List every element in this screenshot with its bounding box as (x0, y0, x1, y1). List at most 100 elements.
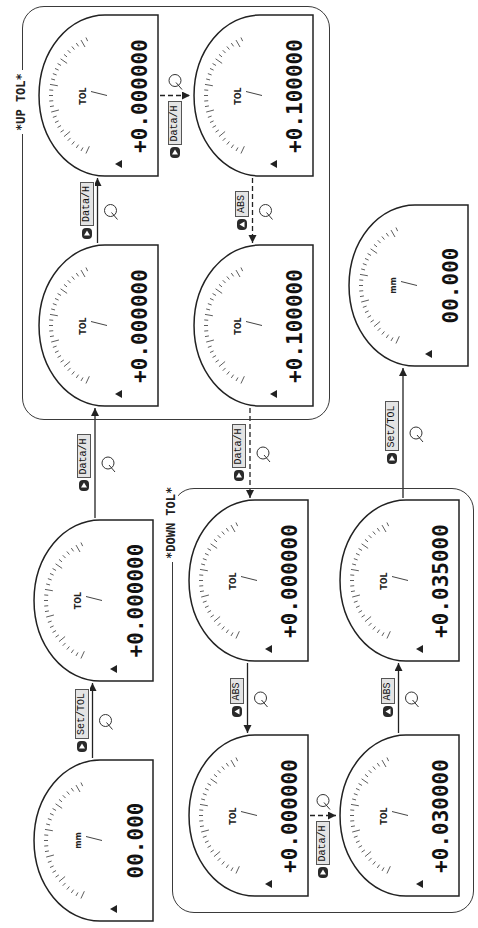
scale-tick (50, 626, 54, 628)
scale-tick (201, 564, 205, 565)
button-name: ABS (381, 678, 395, 704)
scale-tick (368, 254, 371, 256)
scale-tick (49, 106, 53, 108)
scale-tick (63, 883, 66, 886)
press-symbol (105, 205, 118, 220)
button-name: Set/TOL (385, 401, 399, 451)
scale-tick (378, 328, 381, 331)
scale-tick (202, 837, 206, 838)
scale-tick (60, 59, 67, 64)
press-symbol (169, 75, 182, 90)
scale-tick (199, 575, 203, 576)
button-arrow (236, 473, 242, 478)
scale-tick (361, 269, 365, 270)
scale-tick (45, 610, 49, 612)
scale-tick (236, 378, 238, 381)
flow-arrow (402, 368, 403, 498)
scale-tick (212, 64, 215, 66)
scale-tick (76, 785, 80, 792)
scale-tick (222, 368, 225, 371)
display-digits: +0.035000 (430, 499, 453, 664)
scale-tick (207, 784, 210, 786)
scale-tick (350, 591, 354, 593)
scale-tick (218, 132, 224, 137)
scale-tick (210, 779, 217, 784)
scale-tick (206, 79, 210, 80)
scale-tick (364, 617, 370, 622)
lcd-display: +0.100000TOL (190, 244, 315, 409)
press-circle (255, 692, 267, 704)
scale-tick (204, 554, 208, 556)
group-title: *DOWN TOL* (164, 484, 178, 562)
gauge-needle (241, 577, 257, 581)
button-label: Data/H (167, 100, 183, 159)
scale-tick (46, 855, 54, 857)
button-arrow (84, 231, 90, 236)
scale-tick (204, 789, 208, 791)
indicator-arrow (265, 881, 272, 889)
gauge-needle (86, 597, 102, 601)
display-digits: +0.000000 (279, 499, 302, 664)
scale-tick (215, 360, 218, 362)
scale-tick (386, 632, 389, 639)
button-label: Data/H (315, 820, 331, 879)
scale-tick (236, 41, 240, 48)
scale-tick (221, 532, 224, 535)
scale-tick (374, 244, 377, 247)
scale-tick (50, 813, 54, 815)
scale-tick (231, 145, 233, 148)
press-circle (102, 457, 114, 469)
scale-tick (67, 51, 70, 54)
gauge-needle (86, 837, 102, 841)
press-pointer (262, 700, 268, 707)
scale-tick (204, 101, 208, 102)
scale-tick (358, 846, 361, 848)
scale-tick (363, 306, 367, 307)
scale-tick (372, 767, 375, 770)
scale-tick (46, 615, 54, 617)
scale-tick (386, 523, 388, 527)
scale-tick (81, 271, 85, 278)
scale-tick (204, 85, 212, 86)
scale-tick (60, 360, 63, 362)
button-label: Set/TOL (74, 688, 90, 753)
press-pointer (413, 700, 419, 707)
button-icon (318, 868, 328, 879)
scale-tick (391, 230, 395, 237)
scale-tick (204, 326, 208, 327)
scale-tick (231, 375, 233, 378)
button-icon (77, 741, 87, 752)
scale-tick (215, 289, 222, 294)
button-name: ABS (230, 678, 244, 704)
button-arrow (389, 456, 395, 461)
display-digits: +0.000000 (279, 734, 302, 899)
scale-tick (204, 90, 208, 91)
scale-tick (218, 285, 221, 288)
scale-tick (57, 294, 60, 296)
press-pointer (176, 83, 182, 90)
scale-tick (207, 611, 210, 613)
scale-tick (206, 110, 214, 112)
button-icon (387, 454, 397, 465)
button-name: Data/H (316, 821, 330, 865)
scale-tick (81, 891, 84, 898)
scale-tick (81, 41, 85, 48)
button-arrow (239, 222, 244, 228)
scale-tick (81, 782, 83, 786)
scale-tick (204, 841, 208, 843)
scale-tick (350, 826, 354, 828)
scale-tick (382, 236, 385, 239)
scale-tick (52, 117, 56, 118)
press-pointer (267, 213, 273, 220)
button-arrow (320, 870, 326, 875)
indicator-arrow (425, 350, 432, 358)
scale-tick (231, 633, 233, 636)
scale-tick (350, 570, 358, 571)
scale-tick (63, 55, 66, 58)
lcd-display: +0.035000TOL (336, 499, 461, 664)
indicator-arrow (270, 391, 277, 399)
scale-tick (358, 549, 361, 551)
scale-tick (76, 145, 78, 148)
scale-tick (71, 372, 74, 375)
scale-tick (221, 862, 224, 865)
